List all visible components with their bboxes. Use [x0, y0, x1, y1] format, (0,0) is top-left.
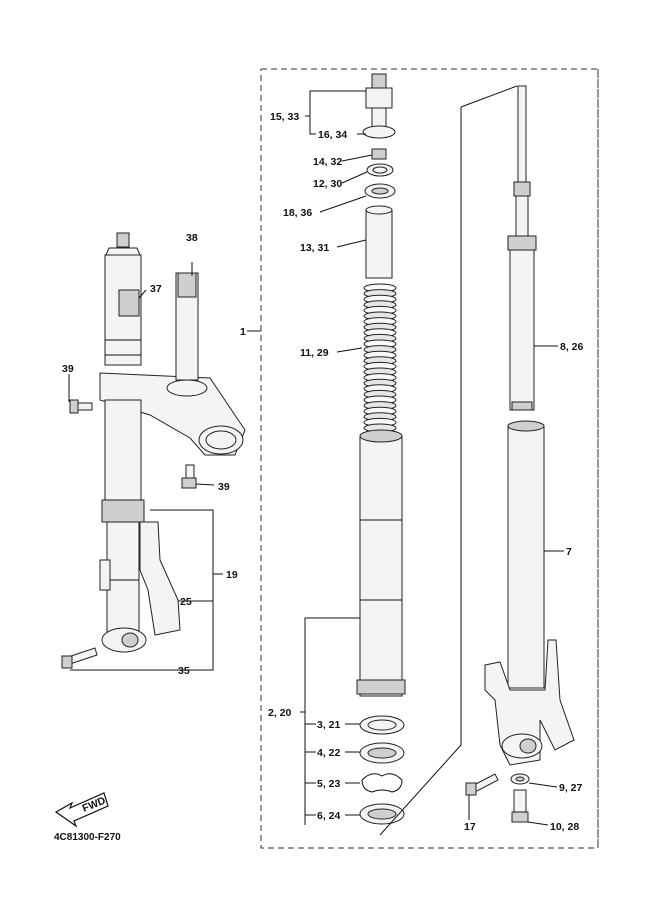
- leader-lines: [68, 85, 564, 836]
- label-14-32: 14, 32: [313, 156, 342, 168]
- label-1: 1: [240, 326, 246, 338]
- assembly-boundary: [260, 68, 599, 849]
- spring-part: [363, 283, 397, 433]
- cylinder-part: [509, 249, 535, 411]
- clip-part: [361, 773, 403, 793]
- label-9-27: 9, 27: [559, 782, 583, 794]
- label-37: 37: [150, 283, 162, 295]
- label-18-36: 18, 36: [283, 207, 312, 219]
- outer-tube-7-part: [507, 425, 545, 689]
- fwd-arrow-icon: FWD: [54, 792, 109, 828]
- caliper-bracket-part: [139, 521, 181, 636]
- label-12-30: 12, 30: [313, 178, 342, 190]
- label-16-34: 16, 34: [318, 129, 347, 141]
- collar-part: [365, 209, 393, 279]
- label-19: 19: [226, 569, 238, 581]
- damper-rod-part: [517, 85, 527, 183]
- label-4-22: 4, 22: [317, 747, 341, 759]
- label-38: 38: [186, 232, 198, 244]
- assembled-fork: [61, 232, 246, 669]
- label-35: 35: [178, 665, 190, 677]
- label-8-26: 8, 26: [560, 341, 584, 353]
- label-3-21: 3, 21: [317, 719, 341, 731]
- label-39-upper: 39: [62, 363, 74, 375]
- diagram-code: 4C81300-F270: [54, 832, 121, 843]
- adjuster-part: [371, 73, 387, 89]
- label-13-31: 13, 31: [300, 242, 329, 254]
- nut-part: [371, 148, 387, 160]
- label-6-24: 6, 24: [317, 810, 341, 822]
- label-15-33: 15, 33: [270, 111, 299, 123]
- label-17: 17: [464, 821, 476, 833]
- inner-tube-part: [359, 435, 403, 697]
- label-25: 25: [180, 596, 192, 608]
- center-exploded-parts: [356, 73, 406, 825]
- label-5-23: 5, 23: [317, 778, 341, 790]
- label-2-20: 2, 20: [268, 707, 292, 719]
- right-exploded-parts: [465, 85, 575, 823]
- fork-bottom-part: [484, 639, 575, 766]
- label-39-lower: 39: [218, 481, 230, 493]
- cap-bolt-part: [116, 232, 130, 248]
- label-7: 7: [566, 546, 572, 558]
- label-10-28: 10, 28: [550, 821, 579, 833]
- label-11-29: 11, 29: [300, 347, 329, 359]
